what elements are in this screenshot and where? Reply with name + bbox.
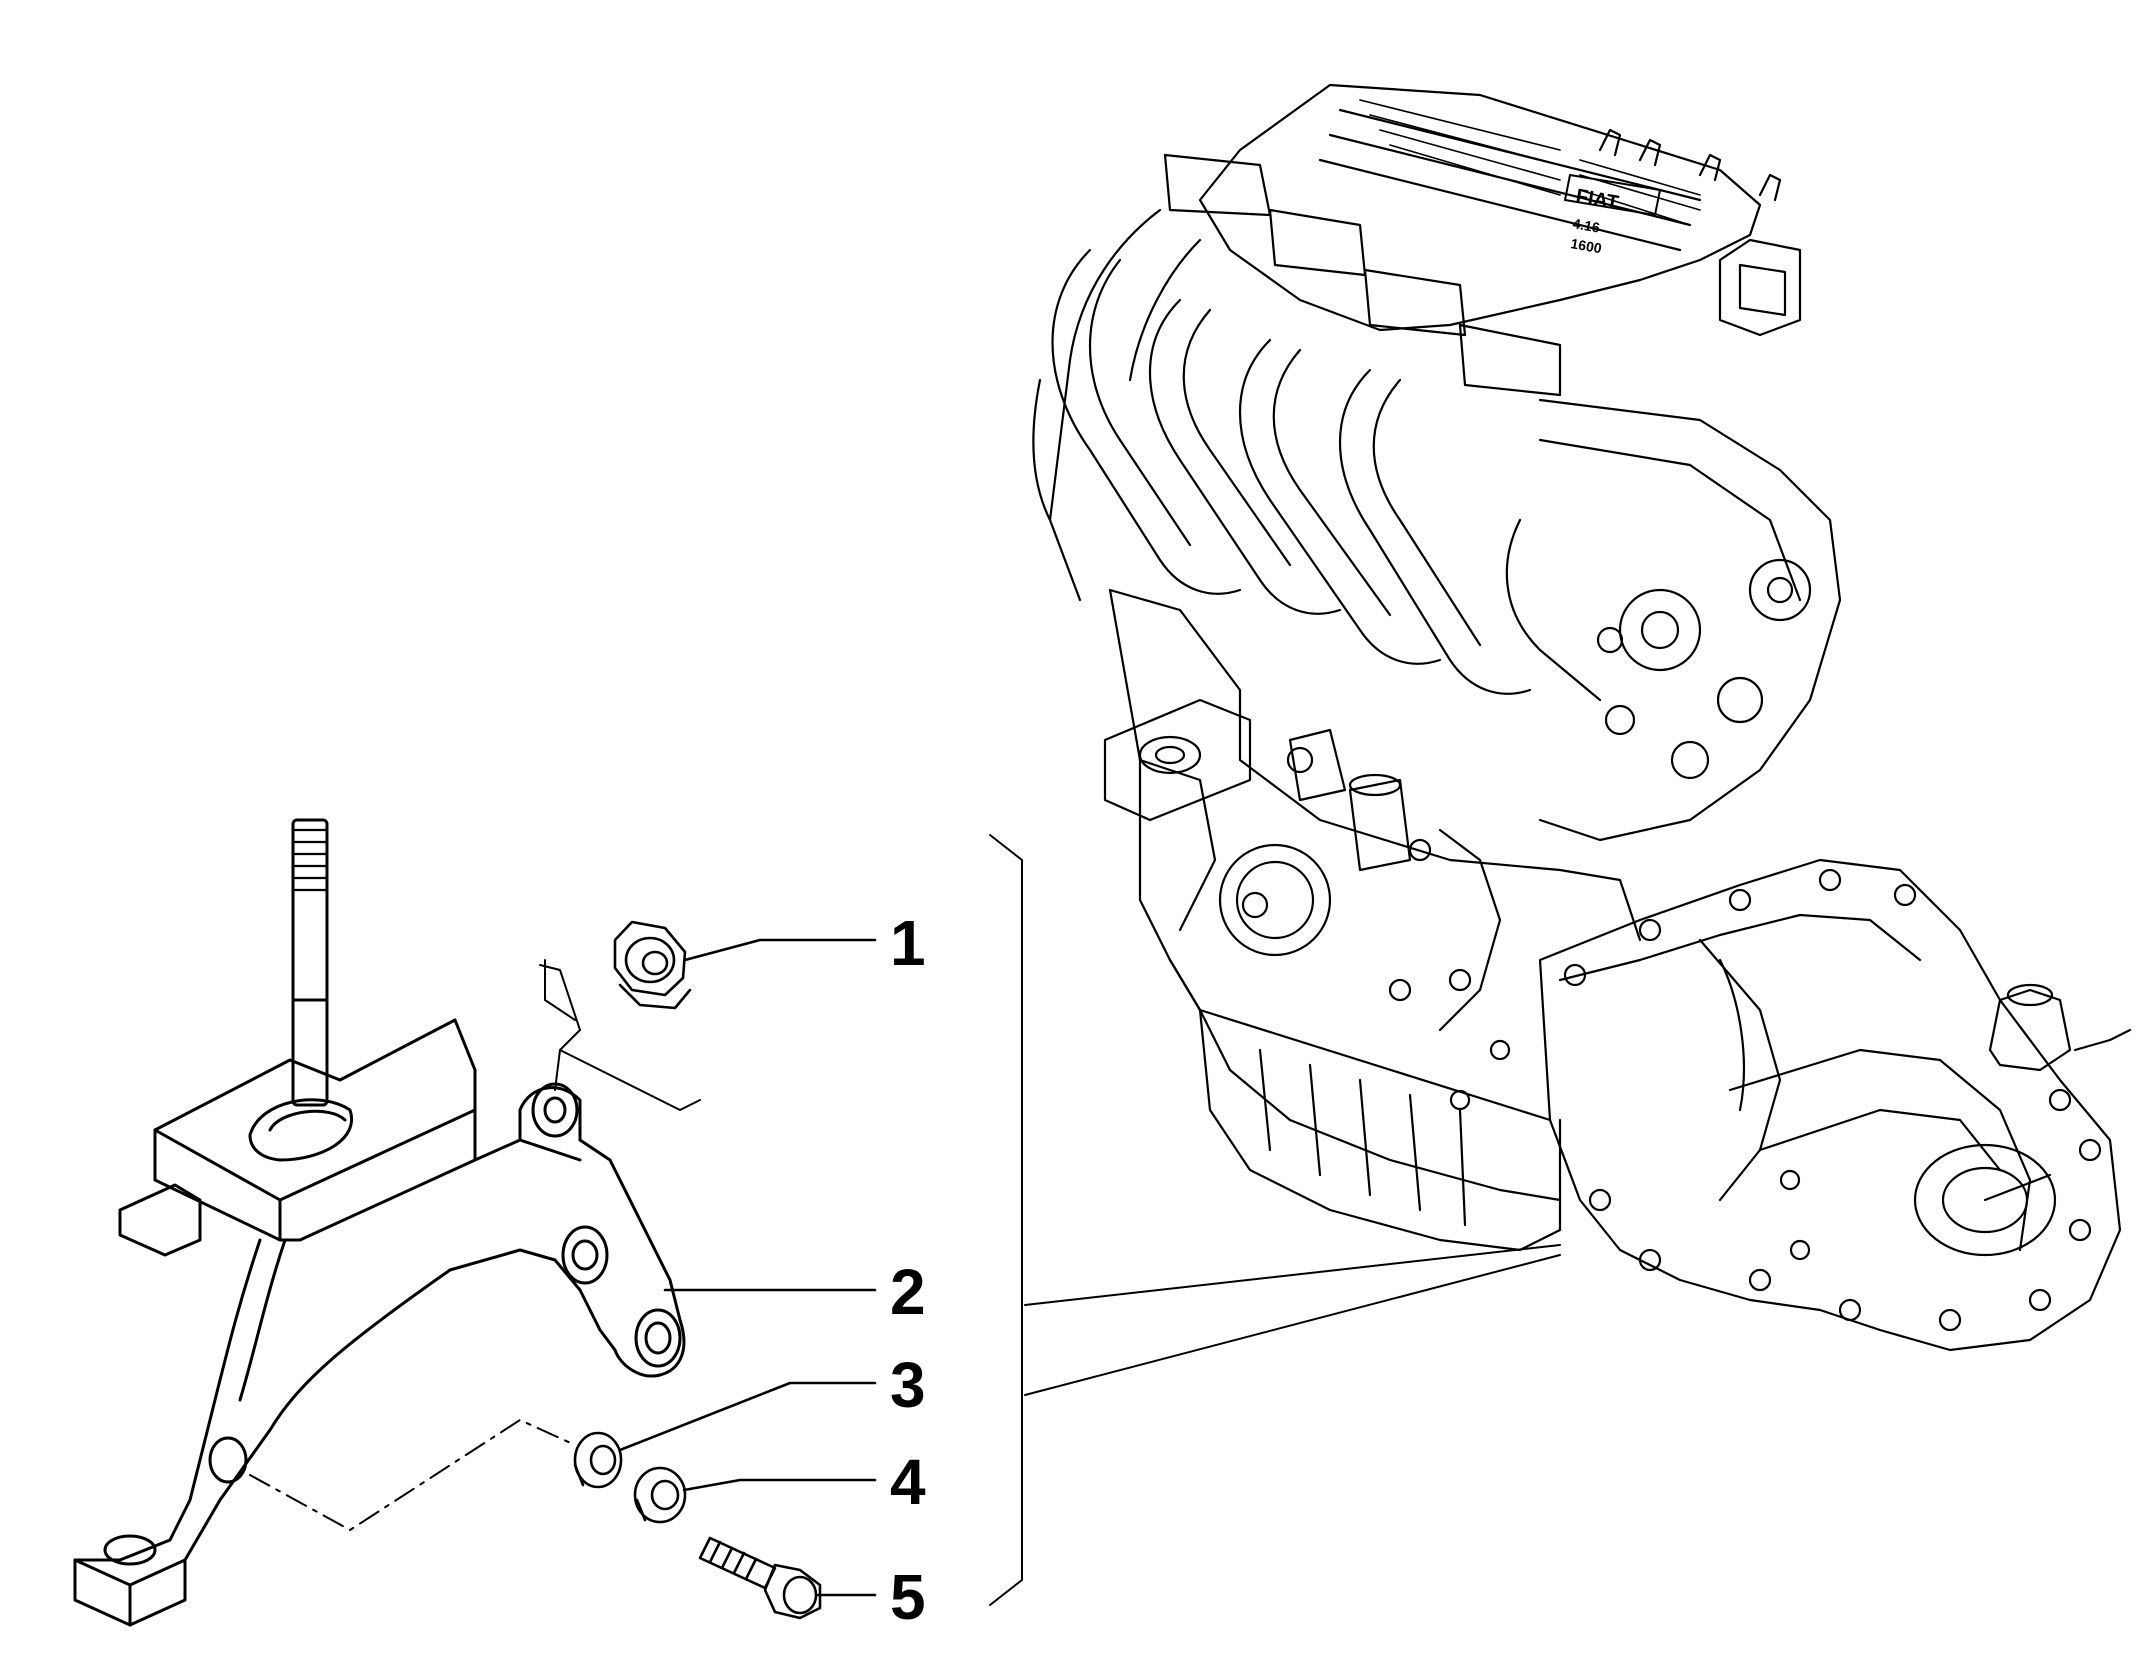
engine-valves-text: 4.16 <box>1571 215 1601 236</box>
exhaust-manifold <box>1032 248 1532 695</box>
callout-labels: 1 2 3 4 5 <box>890 907 926 1633</box>
fiat-badge: FIAT 4.16 1600 <box>1564 174 1661 256</box>
engine-assembly: FIAT 4.16 1600 <box>1032 83 2132 1352</box>
callout-2: 2 <box>890 1256 926 1328</box>
mount-bracket-part <box>73 818 686 1627</box>
throttle-body <box>1718 238 1802 337</box>
flange-bolt-part <box>698 1536 822 1620</box>
washer-3-part <box>573 1431 623 1489</box>
engine-brand-text: FIAT <box>1574 185 1620 214</box>
intake-manifold-cover <box>1198 83 1762 332</box>
callout-5: 5 <box>890 1561 926 1633</box>
assembly-guide-lines <box>249 959 701 1531</box>
leader-lines <box>618 938 877 1597</box>
oil-sump <box>1168 958 1562 1252</box>
washer-4-part <box>633 1466 687 1524</box>
assembly-bracket-lines <box>989 834 1561 1606</box>
cylinder-head <box>1505 398 1842 842</box>
flange-nut-part <box>613 920 692 1010</box>
callout-4: 4 <box>890 1446 926 1518</box>
crank-pulley <box>1218 843 1332 957</box>
callout-1: 1 <box>890 907 926 979</box>
intake-runners <box>1068 153 1562 397</box>
engine-block <box>1103 588 1642 1252</box>
engine-displacement-text: 1600 <box>1569 235 1603 256</box>
callout-3: 3 <box>890 1349 926 1421</box>
gearbox <box>1538 858 2132 1352</box>
cover-ribs <box>1359 99 1701 226</box>
